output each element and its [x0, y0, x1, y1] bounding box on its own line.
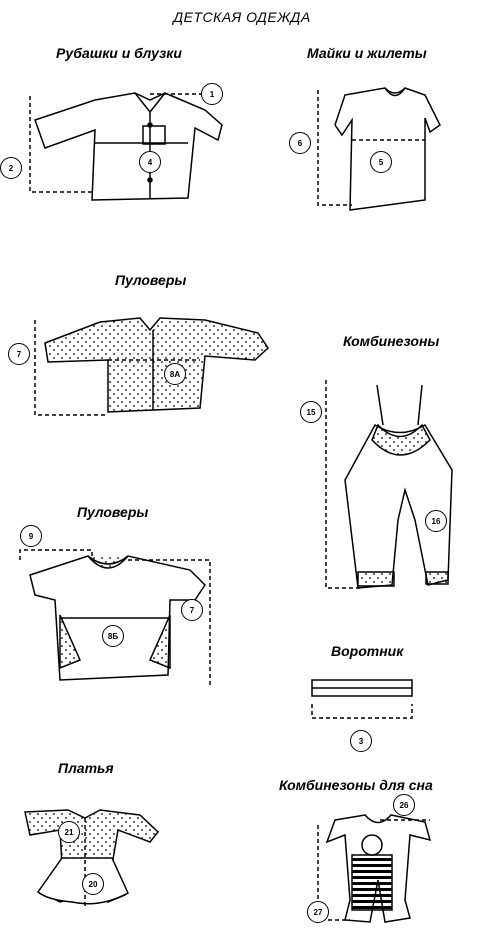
marker-20: 20: [82, 873, 104, 895]
tshirt-drawing: [317, 87, 441, 211]
caption-pullovers-1: Пуловеры: [115, 272, 187, 288]
marker-7-pullover2: 7: [181, 599, 203, 621]
pullover-1-drawing: [34, 317, 269, 416]
marker-16: 16: [425, 510, 447, 532]
caption-overalls: Комбинезоны: [343, 333, 440, 349]
pullover-2-drawing: [19, 549, 211, 688]
marker-21: 21: [58, 821, 80, 843]
marker-4: 4: [139, 151, 161, 173]
marker-26: 26: [393, 794, 415, 816]
marker-15: 15: [300, 401, 322, 423]
collar-drawing: [311, 679, 413, 719]
marker-2: 2: [0, 157, 22, 179]
marker-5: 5: [370, 151, 392, 173]
marker-8b: 8Б: [102, 625, 124, 647]
marker-7-pullover1: 7: [8, 343, 30, 365]
caption-dresses: Платья: [58, 760, 114, 776]
marker-3: 3: [350, 730, 372, 752]
marker-8a: 8A: [164, 363, 186, 385]
page-title: ДЕТСКАЯ ОДЕЖДА: [173, 9, 311, 25]
marker-27: 27: [307, 901, 329, 923]
caption-tshirts: Майки и жилеты: [307, 45, 427, 61]
marker-9: 9: [20, 525, 42, 547]
marker-1: 1: [201, 83, 223, 105]
caption-sleepsuits: Комбинезоны для сна: [279, 777, 433, 793]
sleepsuit-drawing: [317, 814, 432, 923]
marker-6: 6: [289, 132, 311, 154]
shirt-drawing: [29, 92, 223, 201]
overalls-drawing: [325, 380, 453, 589]
caption-shirts: Рубашки и блузки: [56, 45, 182, 61]
caption-pullovers-2: Пуловеры: [77, 504, 149, 520]
caption-collar: Воротник: [331, 643, 404, 659]
